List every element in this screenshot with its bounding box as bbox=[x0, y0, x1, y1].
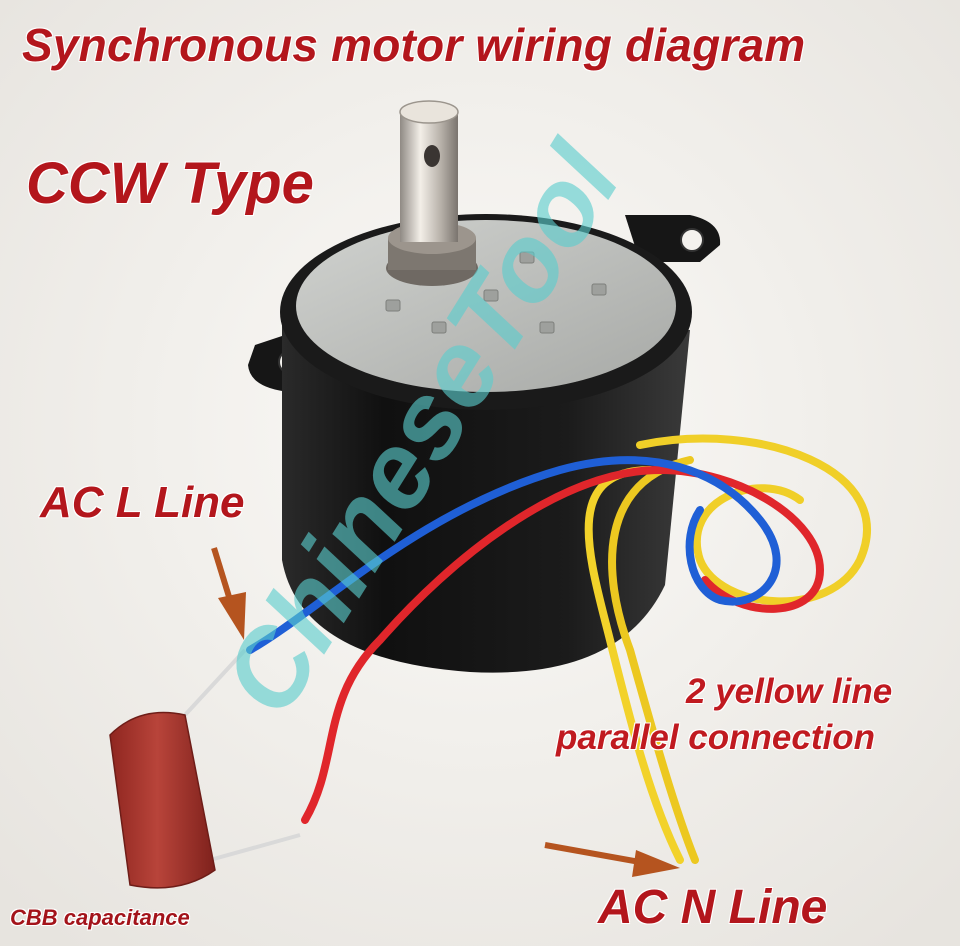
type-label: CCW Type bbox=[26, 151, 314, 216]
diagram-title: Synchronous motor wiring diagram bbox=[22, 19, 806, 71]
yellow-note-line-2: parallel connection bbox=[556, 718, 875, 757]
arrows bbox=[211, 547, 680, 877]
arrow-icon-ac-l bbox=[211, 547, 246, 640]
plate-rivets bbox=[385, 251, 607, 334]
capacitor-lead-top bbox=[183, 648, 247, 717]
yellow-wire-1 bbox=[584, 466, 684, 864]
yellow-wire-2 bbox=[608, 456, 699, 864]
gearbox-plate bbox=[296, 220, 676, 392]
shaft-tip bbox=[399, 100, 459, 124]
motor-housing bbox=[282, 310, 690, 673]
blue-wire bbox=[246, 456, 781, 654]
motor-shaft bbox=[400, 112, 458, 242]
wires bbox=[246, 434, 871, 864]
ac-l-line-label: AC L Line bbox=[40, 478, 245, 527]
capacitor-body bbox=[109, 711, 216, 889]
mount-hole-right bbox=[680, 228, 704, 252]
capacitor-icon bbox=[109, 648, 301, 889]
ac-n-line-label: AC N Line bbox=[598, 881, 828, 934]
motor-icon bbox=[248, 100, 721, 673]
arrow-icon-ac-n bbox=[544, 842, 680, 877]
shaft-hole bbox=[424, 145, 440, 167]
yellow-note-line-1: 2 yellow line bbox=[686, 672, 893, 711]
red-wire bbox=[301, 465, 825, 824]
capacitor-lead-bottom bbox=[209, 833, 301, 862]
capacitor-label: CBB capacitance bbox=[10, 905, 190, 930]
